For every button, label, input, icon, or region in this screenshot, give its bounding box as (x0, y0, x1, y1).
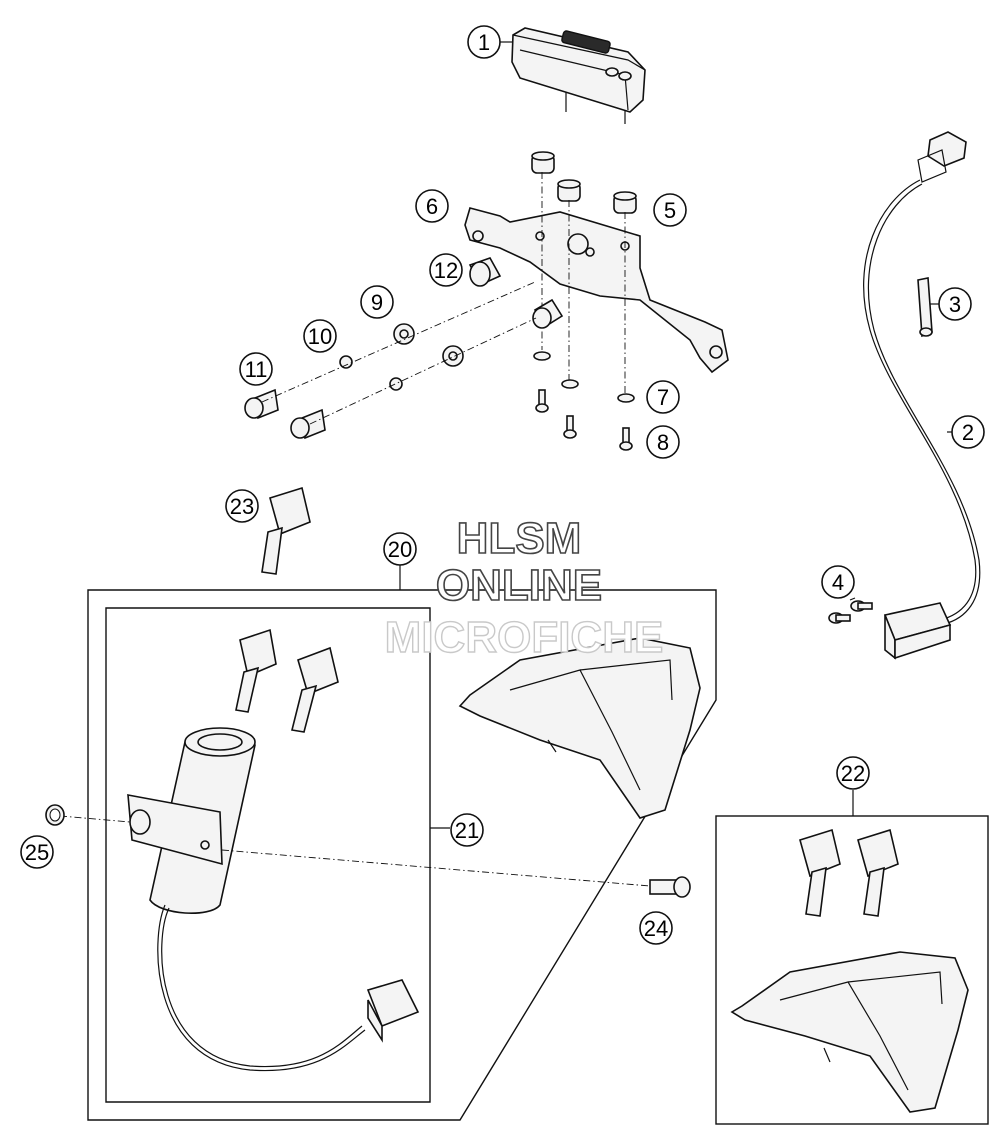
callout-4: 4 (821, 565, 855, 599)
callout-20: 20 (383, 532, 417, 566)
callout-circle-24 (639, 911, 673, 945)
mounting-bolts-part[interactable] (244, 388, 326, 440)
callout-number-20: 20 (388, 537, 412, 562)
callout-circle-1 (467, 25, 501, 59)
callout-number-3: 3 (949, 292, 961, 317)
callout-circle-23 (225, 489, 259, 523)
rubber-bushings-part[interactable] (393, 323, 464, 367)
callout-5: 5 (653, 193, 687, 227)
ignition-lock-part[interactable] (127, 727, 420, 1072)
callout-number-23: 23 (230, 494, 254, 519)
speedometer-part[interactable] (511, 27, 646, 124)
callout-7: 7 (646, 380, 680, 414)
callout-number-25: 25 (25, 840, 49, 865)
callout-circle-8 (646, 425, 680, 459)
callout-circle-11 (239, 352, 273, 386)
bracket-part[interactable] (464, 207, 729, 374)
keys-set-22[interactable] (799, 828, 899, 917)
key-part-23[interactable] (261, 486, 311, 575)
callout-9: 9 (360, 285, 394, 319)
washers-part[interactable] (533, 351, 635, 403)
callout-number-6: 6 (426, 194, 438, 219)
callout-number-22: 22 (841, 761, 865, 786)
bolt-axis-lines (261, 281, 537, 425)
callout-number-7: 7 (657, 385, 669, 410)
callout-number-12: 12 (434, 258, 458, 283)
callout-10: 10 (303, 319, 337, 353)
bolt-part-24[interactable] (649, 876, 691, 898)
callout-circle-12 (429, 253, 463, 287)
callout-circle-25 (20, 835, 54, 869)
callout-23: 23 (225, 489, 259, 523)
watermark-line-1: HLSM (457, 514, 582, 563)
watermark: HLSM ONLINE MICROFICHE (384, 513, 664, 663)
callout-6: 6 (415, 189, 449, 223)
callout-12: 12 (429, 253, 463, 287)
callout-circle-4 (821, 565, 855, 599)
callout-circle-2 (951, 415, 985, 449)
callout-24: 24 (639, 911, 673, 945)
sensor-screws-part[interactable] (828, 600, 873, 624)
set-22-box (715, 790, 989, 1125)
watermark-line-3: MICROFICHE (385, 613, 664, 662)
callout-circle-21 (450, 813, 484, 847)
callout-circle-5 (653, 193, 687, 227)
callout-number-8: 8 (657, 430, 669, 455)
callout-number-2: 2 (962, 420, 974, 445)
callout-number-11: 11 (245, 357, 268, 382)
keys-set-21[interactable] (235, 628, 339, 733)
ring-part-25[interactable] (45, 804, 65, 826)
callout-circle-20 (383, 532, 417, 566)
callout-circle-22 (836, 756, 870, 790)
callout-number-10: 10 (308, 324, 332, 349)
lock-axis-lines (59, 815, 651, 887)
callout-1: 1 (467, 25, 501, 59)
callout-number-5: 5 (664, 198, 676, 223)
callout-2: 2 (951, 415, 985, 449)
watermark-line-2: ONLINE (436, 561, 602, 610)
callout-11: 11 (239, 352, 273, 386)
callout-circle-6 (415, 189, 449, 223)
callout-circle-3 (938, 287, 972, 321)
cable-tie-part[interactable] (917, 277, 933, 338)
callout-3: 3 (938, 287, 972, 321)
set-21-box (105, 607, 450, 1103)
callout-22: 22 (836, 756, 870, 790)
callout-number-4: 4 (832, 570, 844, 595)
rubber-grommets-part[interactable] (531, 151, 637, 214)
callout-circle-9 (360, 285, 394, 319)
callout-21: 21 (450, 813, 484, 847)
cover-part-22[interactable] (730, 951, 969, 1113)
callout-number-1: 1 (478, 30, 490, 55)
sensor-cable-part[interactable] (863, 131, 981, 660)
callout-number-24: 24 (644, 916, 668, 941)
callout-number-9: 9 (371, 290, 383, 315)
callout-25: 25 (20, 835, 54, 869)
callout-number-21: 21 (455, 818, 479, 843)
cover-part-20[interactable] (458, 637, 701, 819)
callout-circle-10 (303, 319, 337, 353)
bracket-screws-part[interactable] (535, 389, 633, 451)
callout-circle-7 (646, 380, 680, 414)
spacer-sleeves-part[interactable] (468, 257, 564, 329)
callout-8: 8 (646, 425, 680, 459)
